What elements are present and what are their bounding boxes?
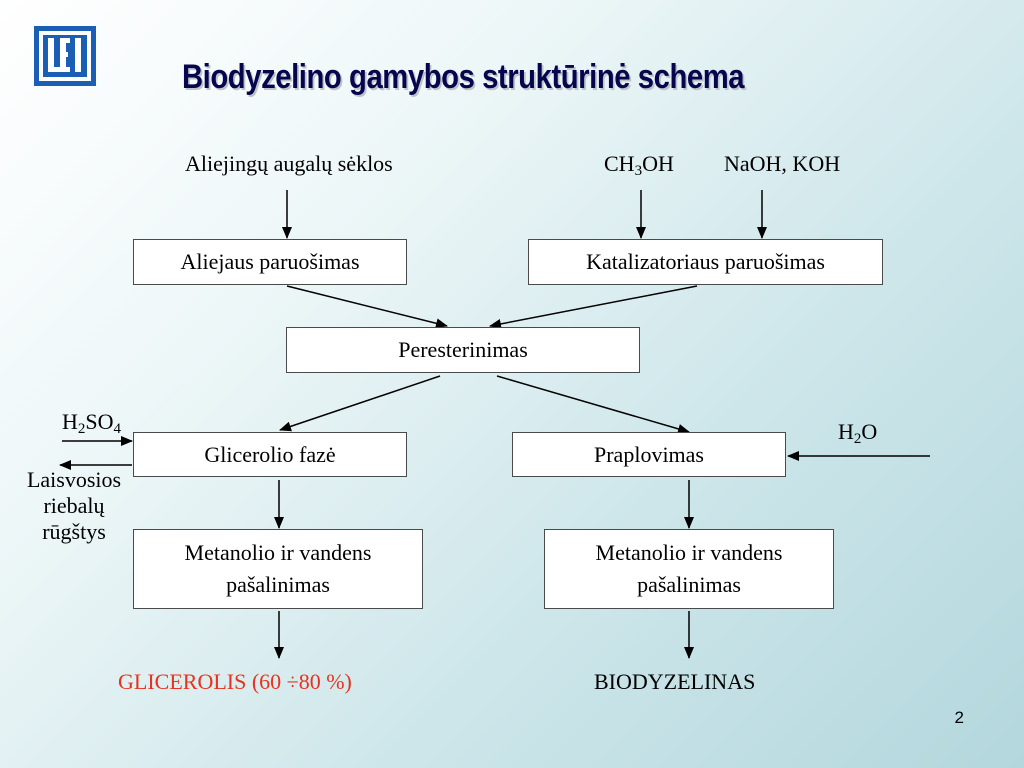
catalyst-label: NaOH, KOH [724,151,841,176]
methanol-label: CH3OH [604,151,674,179]
oil-preparation-box: Aliejaus paruošimas [133,239,407,285]
page-number: 2 [954,708,964,727]
arrow-oil-prep-to-transesterification [286,285,448,329]
methanol-water-removal-left-box: Metanolio ir vandens pašalinimas [133,529,423,609]
seeds-label: Aliejingų augalų sėklos [185,151,393,176]
free-fatty-acids-label: Laisvosios riebalų rūgštys [26,467,122,544]
water-label: H2O [838,419,878,447]
page-title: Biodyzelino gamybos struktūrinė schema [182,58,745,96]
catalyst-preparation-box: Katalizatoriaus paruošimas [528,239,883,285]
lei-logo-icon [34,26,96,86]
arrow-transesterification-to-glycerol-phase [279,375,441,432]
glycerol-output-label: GLICEROLIS (60 ÷80 %) [118,669,352,694]
biodiesel-output-label: BIODYZELINAS [594,669,756,694]
washing-box: Praplovimas [512,432,786,477]
transesterification-box: Peresterinimas [286,327,640,373]
arrow-catalyst-prep-to-transesterification [489,285,698,329]
arrow-transesterification-to-washing [496,375,690,434]
methanol-water-removal-right-box: Metanolio ir vandens pašalinimas [544,529,834,609]
glycerol-phase-box: Glicerolio fazė [133,432,407,477]
sulfuric-acid-label: H2SO4 [62,409,122,437]
